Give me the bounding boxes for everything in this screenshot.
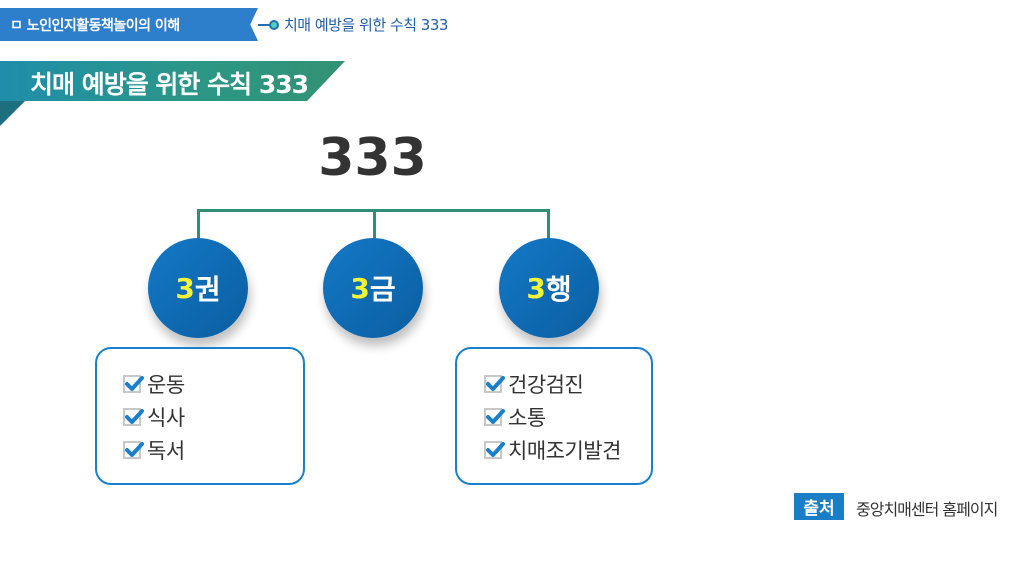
node-number: 3 [526, 271, 546, 305]
source-text: 중앙치매센터 홈페이지 [856, 500, 998, 519]
breadcrumb-dot-icon [269, 20, 279, 30]
checkbox-checked-icon [123, 375, 144, 393]
list-item: 건강검진 [484, 369, 584, 399]
node-number: 3 [175, 271, 195, 305]
breadcrumb: 치매 예방을 위한 수칙 333 [284, 16, 448, 34]
checkbox-checked-icon [484, 441, 505, 459]
list-item: 독서 [123, 435, 185, 465]
list-item-label: 운동 [147, 373, 185, 397]
title-fold-decoration [0, 101, 25, 126]
section-tab[interactable]: ㅁ 노인인지활동책놀이의 이해 [0, 8, 258, 41]
breadcrumb-connector [258, 24, 270, 26]
list-item-label: 치매조기발견 [508, 439, 621, 463]
list-item: 운동 [123, 369, 185, 399]
checkbox-checked-icon [484, 375, 505, 393]
checkbox-checked-icon [484, 408, 505, 426]
node-word: 금 [369, 273, 396, 306]
list-item-label: 독서 [147, 439, 185, 463]
node-word: 권 [194, 273, 221, 306]
connector-right [547, 209, 550, 241]
page-title: 치매 예방을 위한 수칙 333 [30, 70, 309, 99]
list-item-label: 건강검진 [508, 373, 584, 397]
checkbox-checked-icon [123, 408, 144, 426]
list-item: 소통 [484, 402, 546, 432]
node-word: 행 [545, 273, 572, 306]
list-item-label: 소통 [508, 406, 546, 430]
source-badge: 출처 [794, 493, 844, 520]
checkbox-checked-icon [123, 441, 144, 459]
page-title-band: 치매 예방을 위한 수칙 333 [0, 61, 345, 101]
diagram-root-label: 333 [318, 128, 427, 188]
list-item: 식사 [123, 402, 185, 432]
list-item-label: 식사 [147, 406, 185, 430]
node-number: 3 [350, 271, 370, 305]
list-item: 치매조기발견 [484, 435, 621, 465]
connector-center [373, 209, 376, 241]
connector-left [197, 209, 200, 241]
section-tab-label: ㅁ 노인인지활동책놀이의 이해 [10, 18, 180, 34]
